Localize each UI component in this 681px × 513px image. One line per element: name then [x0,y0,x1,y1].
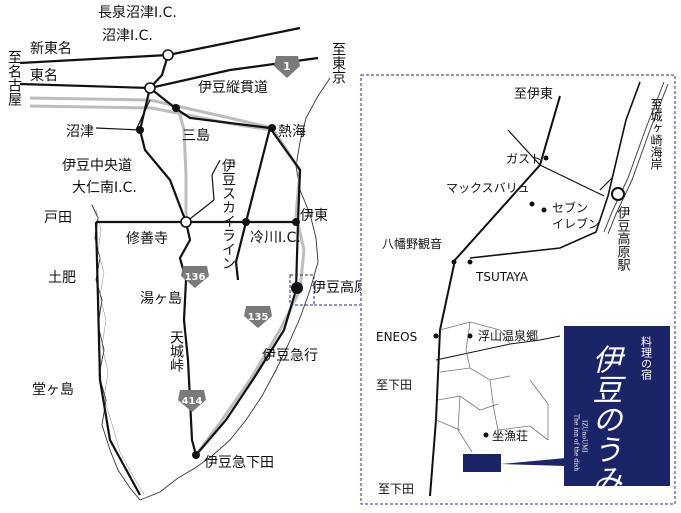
station-dots [136,104,300,459]
inset-roads [429,81,641,497]
label-reikawa: 冷川I.C. [250,230,301,246]
svg-text:136: 136 [185,272,206,283]
svg-text:414: 414 [182,396,203,407]
label-yugashima: 湯ヶ島 [140,290,182,307]
label-tomei: 東名 [30,68,58,84]
inset-label-tsutaya: TSUTAYA [475,270,529,284]
label-shuzenji: 修善寺 [126,231,168,247]
label-numazu: 沼津 [66,124,94,140]
label-dogashima: 堂ヶ島 [32,382,74,398]
label-atami: 熱海 [278,124,306,140]
label-nagaizumi-ic: 長泉沼津I.C. [98,4,177,21]
logo-subtitle: 料理の宿 [640,335,653,380]
logo-english-2: IZUnoUMI [581,420,588,453]
izukogen-marker [291,282,303,294]
minor-roads [95,99,221,223]
label-mishima: 三島 [182,128,210,144]
svg-text:1: 1 [283,60,291,73]
logo-english-1: The inn of the dish [573,414,580,471]
label-heda: 戸田 [44,210,72,226]
route-136-shield: 136 [181,266,209,288]
inset-label-to-shimoda-1: 至下田 [376,378,412,392]
label-toi: 土肥 [48,270,76,286]
inset-label-to-shimoda-2: 至下田 [378,482,414,496]
label-ohito-ic: 大仁南I.C. [72,180,137,196]
label-shin-tomei: 新東名 [30,41,72,57]
hotel-logo: 料理の宿 伊豆のうみ The inn of the dish IZUnoUMI [564,326,670,494]
svg-text:セブン: セブン [552,200,588,215]
inset-label-maxvalu: マックスバリュ [446,181,530,195]
route-135-shield: 135 [244,306,272,328]
label-to-nagoya: 至名古屋 [6,50,22,107]
hotel-pointer [501,458,566,466]
svg-text:135: 135 [248,312,269,323]
label-numazu-ic: 沼津I.C. [102,28,153,44]
svg-text:イレブン: イレブン [552,216,600,231]
inset-label-hachiman: 八幡野観音 [382,236,442,251]
izukogen-station-ring [611,187,625,201]
inset-label-ukiyama: 浮山温泉郷 [478,329,538,343]
label-ito: 伊東 [300,208,328,224]
inset-connector [289,274,360,306]
inset-label-eneos: ENEOS [376,330,417,344]
label-izukyu: 伊豆急行 [262,348,318,364]
route-1-shield: 1 [274,56,300,78]
inset-label-zagyoso: 坐漁荘 [492,429,528,443]
inset-streets [435,321,549,453]
inset-poi-dots [433,155,549,438]
inset-railway [603,81,669,235]
label-izukyu-shimoda: 伊豆急下田 [204,455,274,471]
label-izu-jukando: 伊豆縦貫道 [198,80,268,96]
label-to-tokyo: 至東京 [330,42,346,84]
inset-label-izukogen-station: 伊豆高原駅 [615,206,631,272]
logo-main: 伊豆のうみ [587,344,622,494]
inset-label-to-ito: 至伊東 [514,86,553,102]
coastline-inner [95,209,145,495]
hotel-location-marker [463,454,501,472]
ic-rings [144,49,192,228]
label-izu-skyline: 伊豆スカイライン [220,158,236,270]
label-amagi: 天城峠 [168,330,184,372]
label-izu-chuodo: 伊豆中央道 [62,158,132,174]
inset-label-gusto: ガスト [506,152,542,166]
route-414-shield: 414 [178,390,206,412]
label-izukogen: 伊豆高原 [312,279,368,296]
inset-label-to-jogasaki: 至城ヶ崎海岸 [649,98,663,170]
inset-label-seven: セブン イレブン [552,200,600,231]
